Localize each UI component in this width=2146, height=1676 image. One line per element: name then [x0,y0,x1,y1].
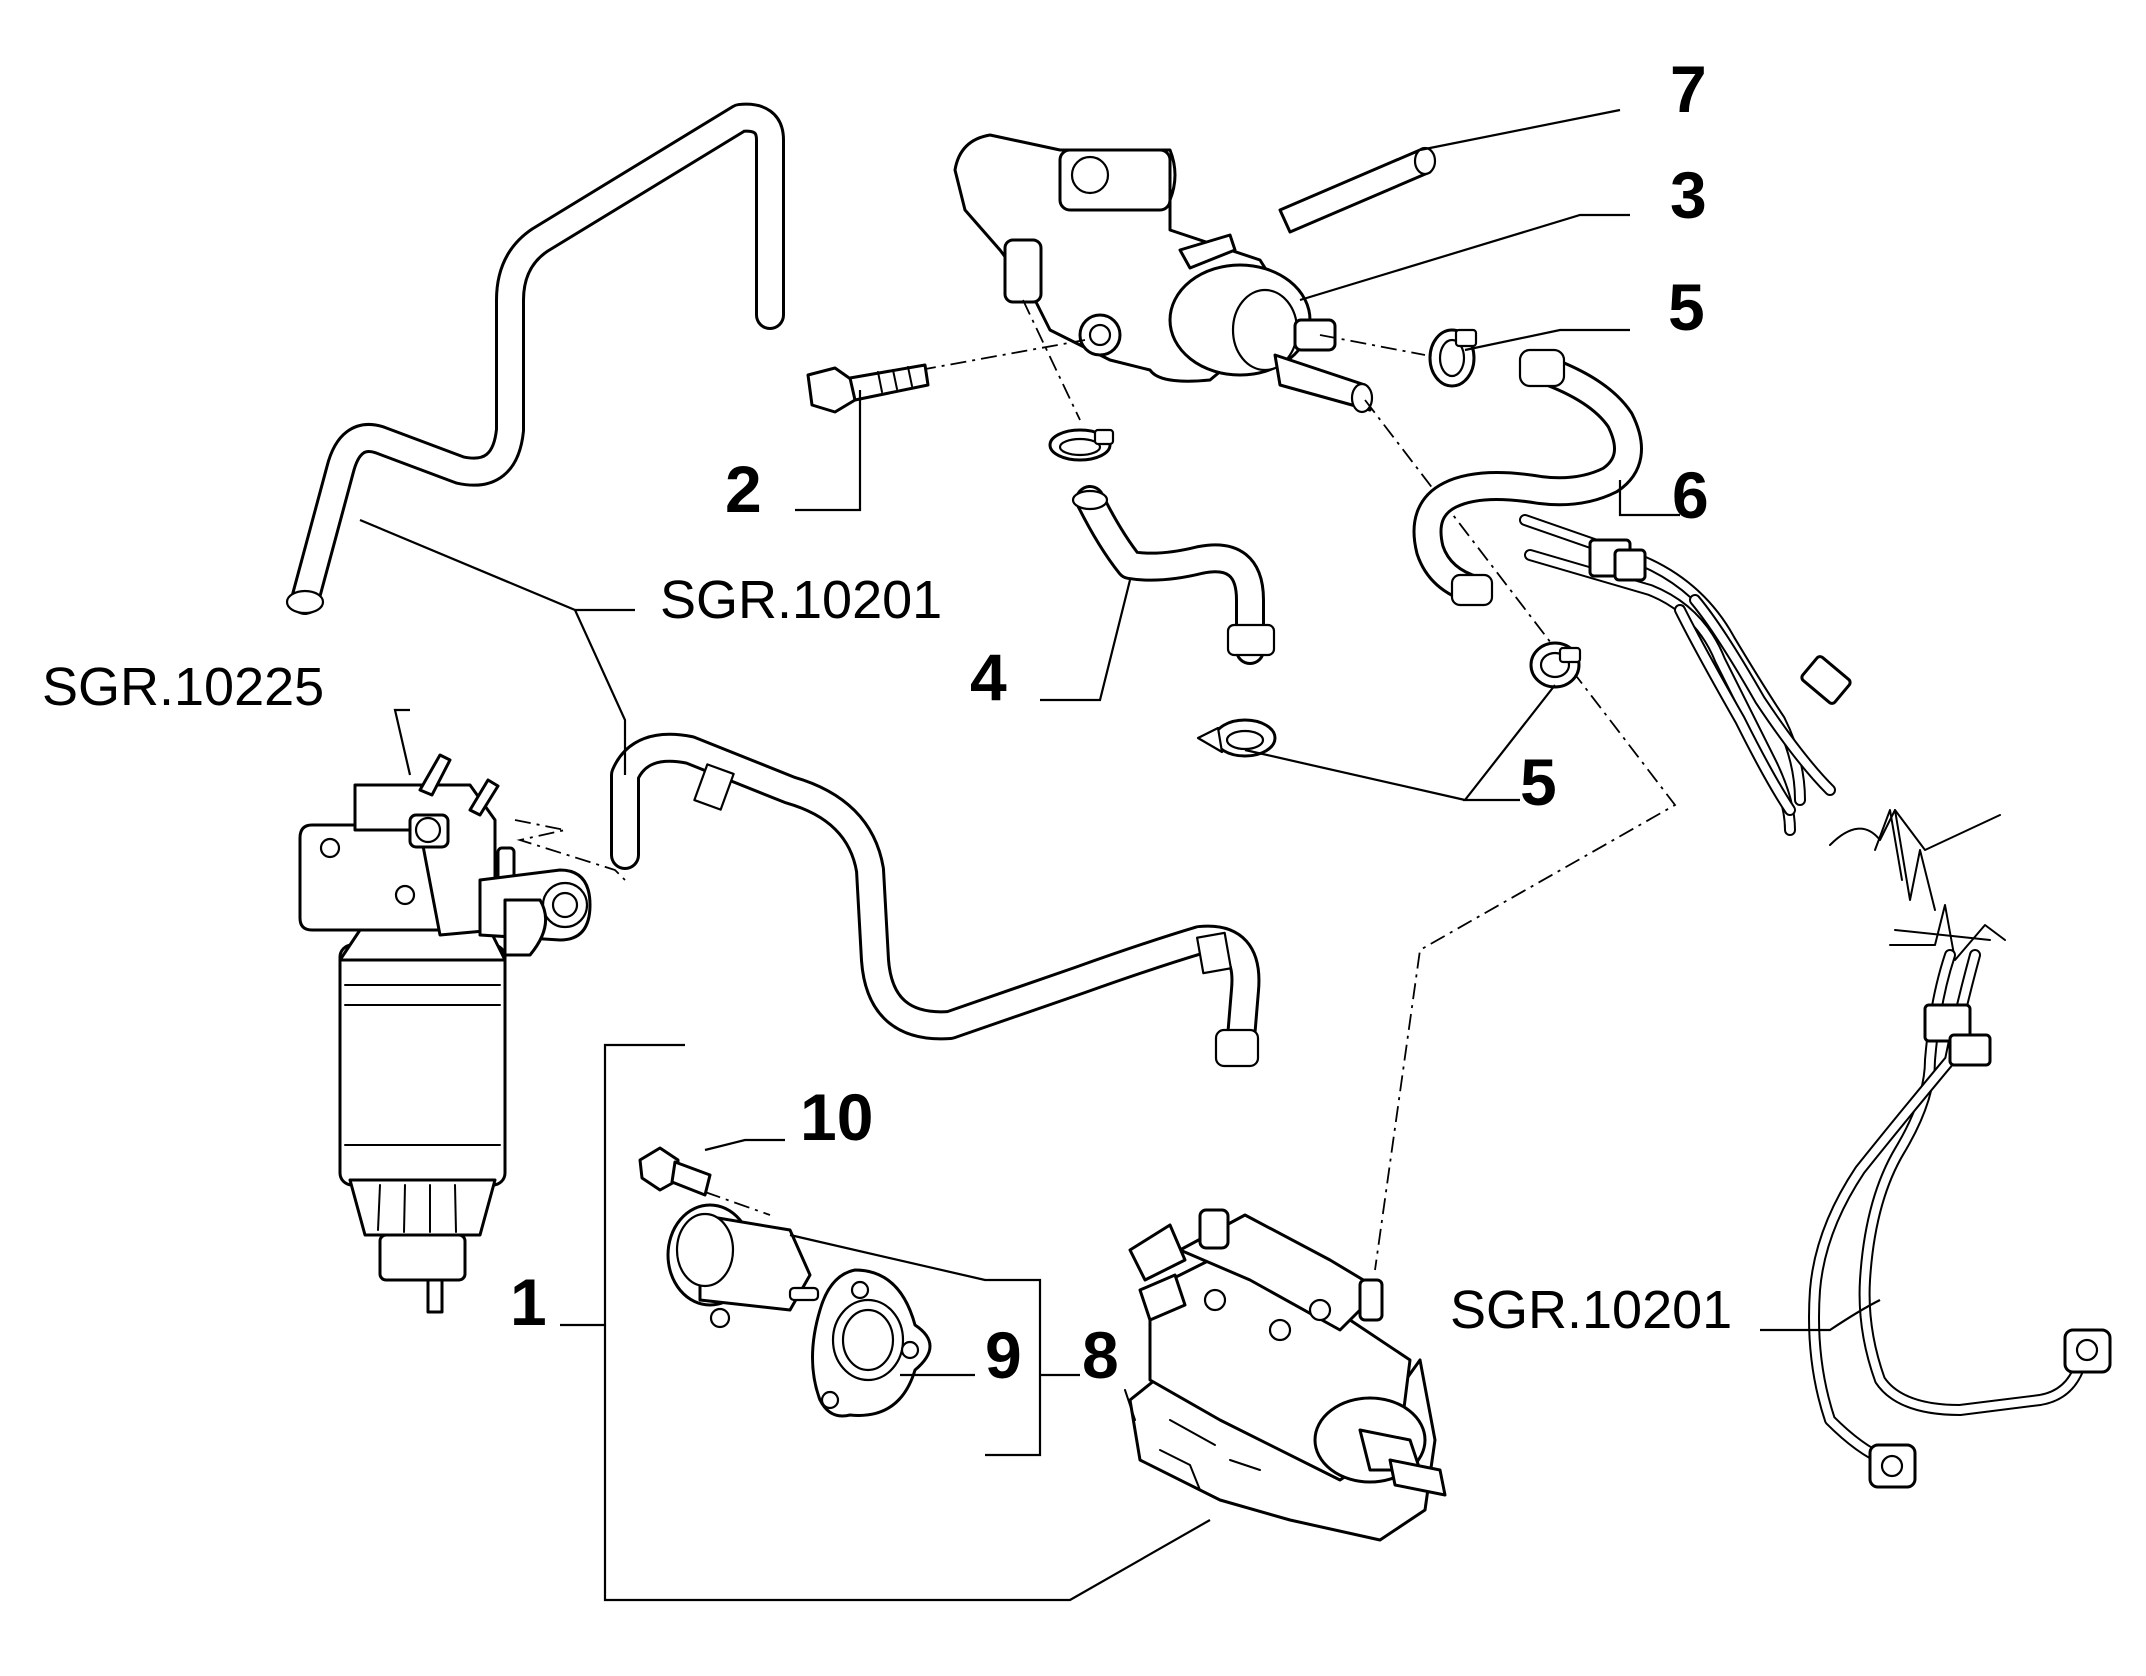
filter-banjo [503,898,548,957]
return-hose-upper [285,102,785,615]
bolt-10-alignment [704,1191,771,1216]
callout-9: 9 [985,1318,1022,1392]
callout-8: 8 [1082,1318,1119,1392]
screw-head [414,816,442,844]
part-4-hose [1071,485,1276,665]
filter-bottom [348,1178,497,1237]
fuel-lines-upper [1519,514,2001,911]
callout-3: 3 [1670,158,1707,232]
bolt-shank [670,1160,712,1197]
pump-return-fitting [1358,1278,1384,1322]
callouts: 7 3 5 6 2 4 5 10 1 9 8 [510,52,1709,1392]
filter-canister [338,943,507,1187]
pump-inlet-stub [1138,1273,1187,1322]
part-10-bolt [638,1146,712,1197]
leader-lines [359,108,1881,1602]
ref-sgr-10201-right: SGR.10201 [1450,1280,1732,1340]
callout-4: 4 [970,640,1007,714]
ref-sgr-10225: SGR.10225 [42,657,324,717]
pump-return-alignment [1364,399,1677,1271]
filter-hose-dash [514,819,626,881]
filter-head [353,783,497,937]
hose-sleeve [693,763,735,811]
part-6-hose [1412,348,1643,607]
line-clip [1923,1003,1972,1043]
bolt-alignment [919,339,1086,371]
clamp-alignment [1022,299,1081,421]
hose-clamp-5-lower-right [1529,641,1582,689]
manifold-stub-top [1178,233,1237,270]
callout-6: 6 [1672,458,1709,532]
hose-4-end [1226,623,1276,657]
hose-6-end [1450,573,1494,607]
regulator-gasket [811,1268,932,1418]
manifold-outlet-pipe [1273,353,1372,412]
fuel-filter [298,753,592,1314]
part-2-bolt [806,363,930,414]
mount-boss-bore [1088,323,1112,347]
pump-inlet-stub [1128,1223,1187,1282]
break-mark [1874,809,1903,881]
bracket-hole [319,837,341,859]
filter-drain-tap [426,1278,444,1314]
clamp-alignment [1319,334,1426,356]
callout-7: 7 [1670,52,1707,126]
manifold-side-stub [1293,318,1337,352]
references: SGR.10201 SGR.10225 SGR.10201 [42,570,1732,1340]
bolt-shank [848,363,930,402]
filter-outlet-stub [468,778,500,817]
hose-sleeve [1195,931,1233,975]
filter-inlet-stub [418,753,452,797]
callout-5-lower: 5 [1520,745,1557,819]
port-bore [1070,155,1110,195]
part-7-hose [1278,146,1437,234]
callout-5-upper: 5 [1668,270,1705,344]
outlet-fitting-bore [551,891,579,919]
hose-open-end [285,589,325,615]
callout-10: 10 [800,1080,873,1154]
hose-clamp-5-lower-left [1196,718,1277,758]
hose-6-end [1518,348,1566,388]
high-pressure-pump [1124,1208,1447,1542]
bolt-head [806,366,857,414]
manifold-down-outlet [1003,238,1043,304]
pump-return-fitting [1198,1208,1230,1250]
pump-shaft-end [1388,1458,1447,1497]
fuel-manifold [953,133,1374,414]
line-clip [1800,655,1852,705]
hose-clamp-4 [1048,428,1115,462]
return-hose-middle [610,732,1261,1068]
bracket-hole [394,884,416,906]
filter-drain [378,1233,467,1282]
line-clip [1948,1033,1992,1067]
hose-end-fitting [1214,1028,1260,1068]
pressure-regulator [666,1203,820,1329]
callout-2: 2 [725,452,762,526]
callout-1: 1 [510,1265,547,1339]
break-mark [1889,904,2006,961]
outlet-pipe-end [1350,382,1374,414]
regulator-pin [788,1286,820,1302]
hose-clamp-5-upper [1428,328,1478,388]
ref-sgr-10201-top: SGR.10201 [660,570,942,630]
line-clip [1613,548,1647,582]
fuel-lines-lower [1808,949,2112,1489]
